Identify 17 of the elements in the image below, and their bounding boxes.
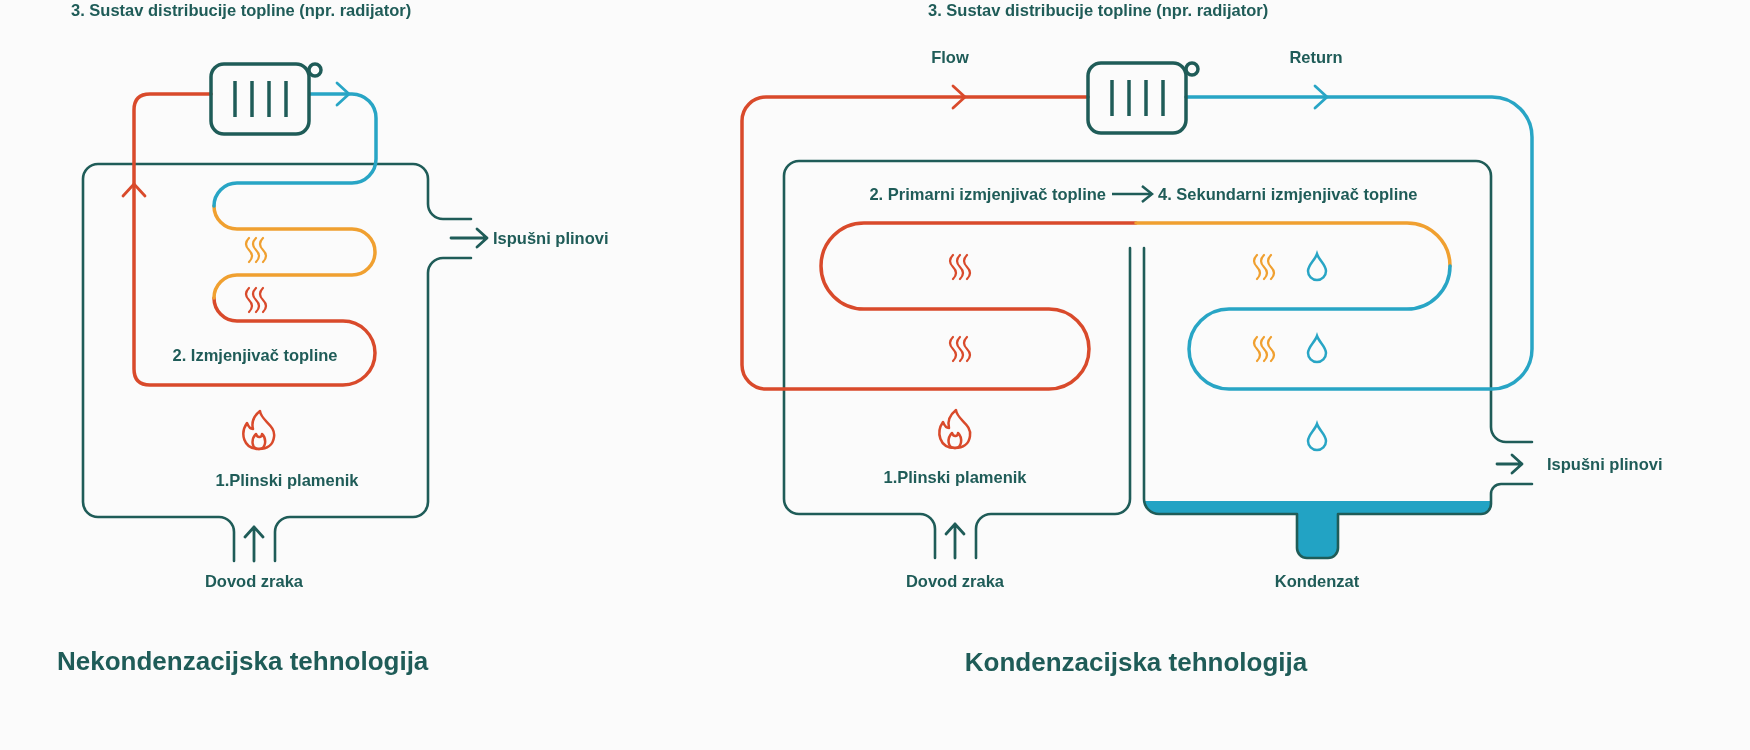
component-label: 1.Plinski plamenik xyxy=(883,467,1027,487)
heat-exchanger-label: 2. Primarni izmjenjivač topline xyxy=(869,184,1106,204)
panel-title: Nekondenzacijska tehnologija xyxy=(57,645,429,677)
exhaust-label: Ispušni plinovi xyxy=(493,228,609,248)
component-label: 3. Sustav distribucije topline (npr. radijator) xyxy=(71,0,412,20)
component-label: 1.Plinski plamenik xyxy=(215,470,359,490)
flow-label: Flow xyxy=(931,47,969,67)
air-inlet-label: Dovod zraka xyxy=(204,571,304,591)
heat-exchanger-label: 4. Sekundarni izmjenjivač topline xyxy=(1158,184,1418,204)
component-label: 3. Sustav distribucije topline (npr. radijator) xyxy=(928,0,1269,20)
panel-title: Kondenzacijska tehnologija xyxy=(964,646,1308,678)
condensate-label: Kondenzat xyxy=(1274,571,1360,591)
arrow xyxy=(1112,184,1154,204)
return-label: Return xyxy=(1289,47,1343,67)
component-label: 2. Izmjenjivač topline xyxy=(172,345,338,365)
exhaust-label: Ispušni plinovi xyxy=(1547,454,1663,474)
air-inlet-label: Dovod zraka xyxy=(905,571,1005,591)
